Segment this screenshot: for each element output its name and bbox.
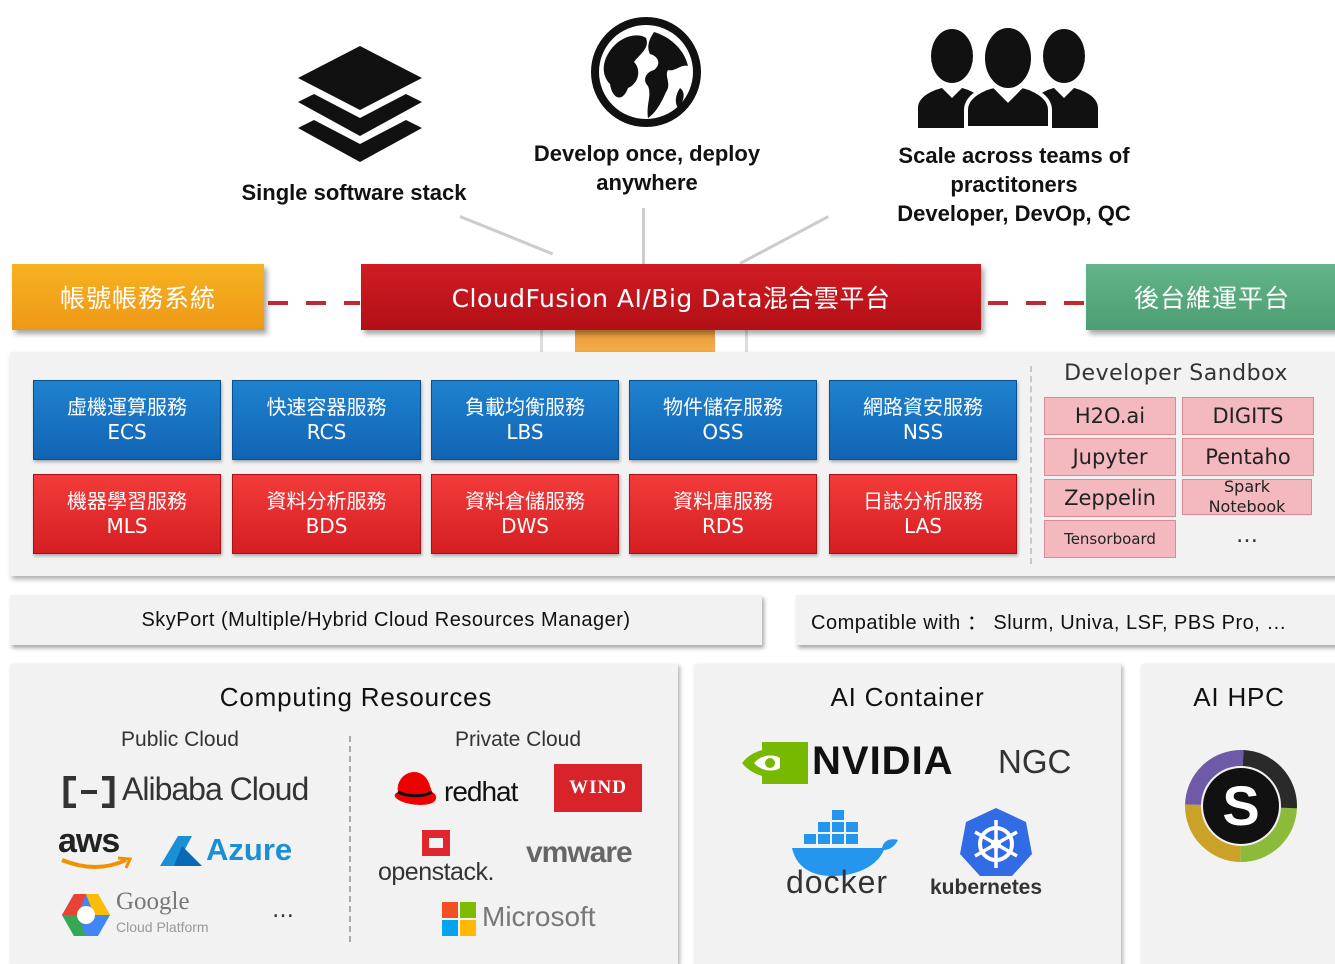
service-mls-zh: 機器學習服務 (67, 489, 187, 513)
microsoft-logo: Microsoft (482, 901, 596, 932)
google-cloud-icon (62, 894, 110, 936)
feature-scale-teams-label: Scale across teams of practitoners Devel… (864, 141, 1164, 228)
nvidia-eye-icon (742, 742, 808, 784)
ai-container-panel (694, 664, 1121, 964)
google-cloud-platform-logo: Cloud Platform (116, 919, 209, 935)
compat-label: Compatible with ： Slurm, Univa, LSF, PBS… (811, 611, 1287, 634)
service-dws-code: DWS (501, 514, 549, 538)
wind-logo: WIND (554, 764, 642, 812)
center-stub-frame (540, 330, 748, 354)
service-lbs-code: LBS (506, 420, 544, 444)
feature-scale-line-2: practitoners (950, 172, 1078, 197)
kubernetes-logo: kubernetes (930, 876, 1043, 899)
sandbox-divider (1030, 366, 1032, 564)
dashed-connector-right (988, 301, 1084, 305)
people-icon (918, 24, 1098, 128)
service-dws[interactable]: 資料倉儲服務 DWS (431, 474, 619, 554)
service-rcs[interactable]: 快速容器服務 RCS (232, 380, 421, 460)
sandbox-item-pentaho[interactable]: Pentaho (1182, 438, 1314, 476)
redhat-icon (394, 772, 437, 805)
service-dws-zh: 資料倉儲服務 (465, 489, 585, 513)
service-nss[interactable]: 網路資安服務 NSS (829, 380, 1017, 460)
sandbox-item-h2o[interactable]: H2O.ai (1044, 397, 1176, 435)
layers-icon (298, 46, 422, 162)
globe-icon (591, 17, 701, 127)
vmware-logo: vmware (526, 836, 633, 869)
private-cloud-title: Private Cloud (454, 728, 582, 751)
microsoft-icon (442, 902, 476, 936)
redhat-logo: redhat (444, 776, 518, 807)
dashed-connector-left (268, 301, 360, 305)
skyport-label: SkyPort (Multiple/Hybrid Cloud Resources… (141, 608, 631, 631)
ai-hpc-title: AI HPC (1193, 682, 1285, 712)
service-bds[interactable]: 資料分析服務 BDS (232, 474, 421, 554)
account-billing-banner[interactable]: 帳號帳務系統 (12, 264, 264, 330)
feature-single-stack-label: Single software stack (241, 180, 467, 205)
computing-resources-title: Computing Resources (219, 682, 493, 712)
sandbox-more-ellipsis: … (1236, 523, 1258, 548)
alibaba-cloud-icon (63, 776, 115, 808)
service-rcs-code: RCS (306, 420, 347, 444)
openstack-icon (422, 830, 450, 856)
sandbox-item-zeppelin[interactable]: Zeppelin (1044, 479, 1176, 517)
google-logo: Google (116, 888, 190, 915)
service-mls-code: MLS (106, 514, 148, 538)
service-oss[interactable]: 物件儲存服務 OSS (629, 380, 817, 460)
computing-resources-panel (10, 664, 678, 964)
service-bds-code: BDS (305, 514, 348, 538)
openstack-logo: openstack. (378, 858, 494, 886)
connector-line-right (739, 215, 829, 265)
ngc-logo: NGC (998, 743, 1072, 780)
service-las-code: LAS (904, 514, 942, 538)
compat-bar: Compatible with ： Slurm, Univa, LSF, PBS… (796, 595, 1335, 645)
service-nss-code: NSS (902, 420, 944, 444)
service-oss-zh: 物件儲存服務 (663, 395, 783, 419)
connector-line-center (642, 208, 645, 266)
aws-smile-icon (61, 856, 132, 869)
alibaba-cloud-logo: Alibaba Cloud (122, 771, 309, 807)
sandbox-item-spark-notebook[interactable]: Spark Notebook (1182, 477, 1312, 516)
service-rcs-zh: 快速容器服務 (266, 395, 387, 419)
cloudfusion-platform-banner[interactable]: CloudFusion AI/Big Data混合雲平台 (361, 264, 981, 330)
service-lbs-zh: 負載均衡服務 (465, 395, 585, 419)
service-ecs-zh: 虛機運算服務 (67, 395, 187, 419)
feature-scale-line-1: Scale across teams of (898, 143, 1130, 168)
service-rds[interactable]: 資料庫服務 RDS (629, 474, 817, 554)
service-ecs[interactable]: 虛機運算服務 ECS (33, 380, 221, 460)
singularity-logo-icon: S (1185, 750, 1297, 862)
azure-icon (160, 836, 202, 866)
singularity-letter: S (1222, 774, 1259, 837)
center-stub (575, 330, 715, 354)
sandbox-title: Developer Sandbox (1064, 361, 1288, 386)
docker-whale-icon (792, 810, 898, 876)
connector-line-left (459, 215, 554, 256)
aws-logo: aws (58, 822, 120, 860)
sandbox-item-jupyter[interactable]: Jupyter (1044, 438, 1176, 476)
public-cloud-title: Public Cloud (121, 728, 239, 751)
service-rds-zh: 資料庫服務 (673, 489, 773, 513)
ai-container-title: AI Container (830, 682, 985, 712)
service-bds-zh: 資料分析服務 (266, 489, 387, 513)
service-rds-code: RDS (702, 514, 744, 538)
service-ecs-code: ECS (107, 420, 147, 444)
service-las[interactable]: 日誌分析服務 LAS (829, 474, 1017, 554)
sandbox-item-digits[interactable]: DIGITS (1182, 397, 1314, 435)
backend-ops-banner[interactable]: 後台維運平台 (1086, 264, 1335, 330)
docker-logo: docker (786, 864, 889, 900)
skyport-bar: SkyPort (Multiple/Hybrid Cloud Resources… (10, 595, 762, 645)
public-cloud-more: … (272, 898, 294, 923)
feature-scale-line-3: Developer, DevOp, QC (897, 201, 1131, 226)
cloud-divider (349, 736, 351, 942)
nvidia-logo: NVIDIA (812, 739, 954, 783)
service-lbs[interactable]: 負載均衡服務 LBS (431, 380, 619, 460)
feature-develop-once-label: Develop once, deploy anywhere (533, 141, 761, 195)
kubernetes-icon (960, 808, 1032, 876)
azure-logo: Azure (206, 832, 293, 867)
service-mls[interactable]: 機器學習服務 MLS (33, 474, 221, 554)
service-las-zh: 日誌分析服務 (863, 489, 983, 513)
sandbox-item-tensorboard[interactable]: Tensorboard (1044, 520, 1176, 558)
service-nss-zh: 網路資安服務 (863, 395, 983, 419)
service-oss-code: OSS (702, 420, 744, 444)
